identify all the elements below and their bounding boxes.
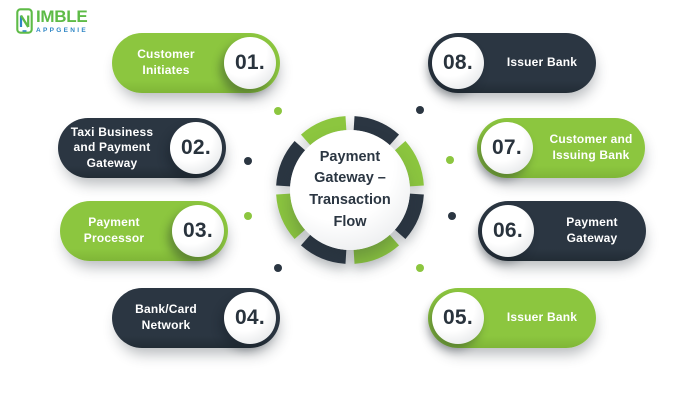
decor-dot — [416, 106, 424, 114]
step-label: Payment Gateway — [566, 215, 618, 245]
decor-dot — [416, 264, 424, 272]
step-label: Customer and Issuing Bank — [549, 132, 633, 162]
decor-dot — [274, 107, 282, 115]
ring-segment-top-right — [353, 116, 400, 146]
step-label: Customer Initiates — [137, 47, 195, 77]
ring-segment-bottom-right — [353, 234, 400, 264]
step-label: Payment Processor — [83, 215, 145, 245]
step-label: Issuer Bank — [506, 55, 578, 70]
transaction-flow-ring — [276, 116, 424, 264]
ring-segment-left-lower — [276, 193, 306, 240]
logo-subtext: APPGENIE — [36, 27, 88, 34]
logo: IMBLE APPGENIE — [16, 8, 88, 34]
step-number-circle: 03. — [172, 205, 224, 257]
decor-dot — [448, 212, 456, 220]
step-pill-04: Bank/Card Network 04. — [112, 288, 280, 348]
step-number: 04. — [234, 306, 266, 329]
center-circle: Payment Gateway – Transaction Flow — [290, 130, 410, 250]
step-number: 03. — [182, 219, 214, 242]
ring-segment-top-left — [300, 116, 347, 146]
step-number-circle: 01. — [224, 37, 276, 89]
step-pill-05: 05. Issuer Bank — [428, 288, 596, 348]
step-number: 02. — [180, 136, 212, 159]
step-pill-07: 07. Customer and Issuing Bank — [477, 118, 645, 178]
step-number-circle: 04. — [224, 292, 276, 344]
step-label: Bank/Card Network — [135, 302, 197, 332]
logo-wordmark: IMBLE — [36, 7, 88, 26]
step-number: 01. — [234, 51, 266, 74]
ring-segment-bottom-left — [300, 234, 347, 264]
step-number: 08. — [442, 51, 474, 74]
step-number-circle: 07. — [481, 122, 533, 174]
step-label: Issuer Bank — [506, 310, 578, 325]
diagram-title: Payment Gateway – Transaction Flow — [309, 148, 391, 230]
logo-text: IMBLE APPGENIE — [36, 8, 88, 34]
logo-phone-icon — [16, 8, 33, 34]
step-number-circle: 06. — [482, 205, 534, 257]
step-number-circle: 08. — [432, 37, 484, 89]
decor-dot — [244, 212, 252, 220]
step-pill-03: Payment Processor 03. — [60, 201, 228, 261]
step-pill-08: 08. Issuer Bank — [428, 33, 596, 93]
step-pill-06: 06. Payment Gateway — [478, 201, 646, 261]
decor-dot — [446, 156, 454, 164]
step-number-circle: 05. — [432, 292, 484, 344]
decor-dot — [244, 157, 252, 165]
ring-segment-right-lower — [394, 193, 424, 240]
step-number: 05. — [442, 306, 474, 329]
step-number: 06. — [492, 219, 524, 242]
ring-segment-right-upper — [394, 140, 424, 187]
step-number-circle: 02. — [170, 122, 222, 174]
step-pill-01: Customer Initiates 01. — [112, 33, 280, 93]
step-label: Taxi Business and Payment Gateway — [70, 124, 154, 170]
decor-dot — [274, 264, 282, 272]
ring-segment-left-upper — [276, 140, 306, 187]
step-pill-02: Taxi Business and Payment Gateway 02. — [58, 118, 226, 178]
step-number: 07. — [491, 136, 523, 159]
